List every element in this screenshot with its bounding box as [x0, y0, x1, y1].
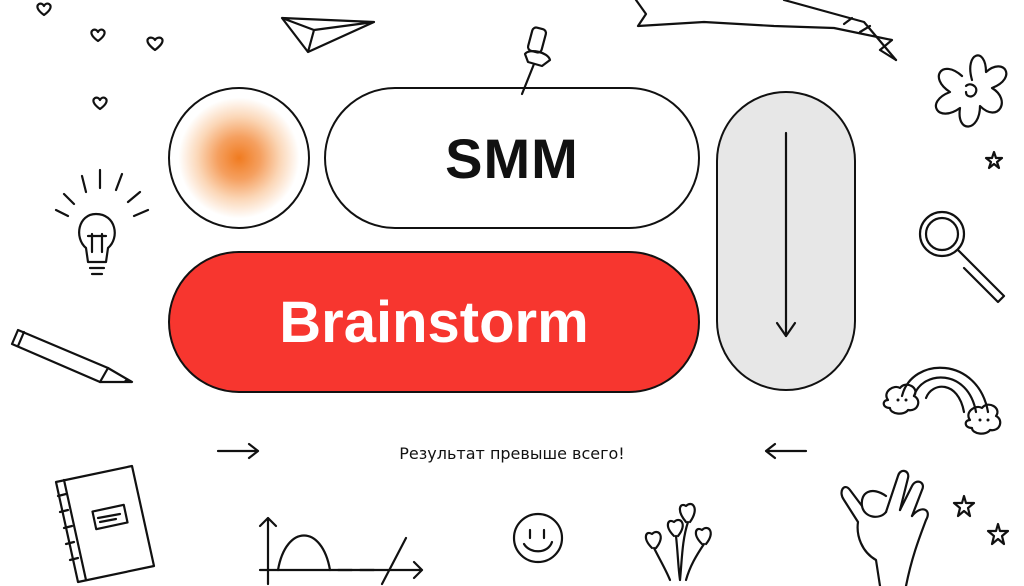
tagline: Результат превыше всего! [399, 444, 625, 463]
push-pin-icon [520, 26, 552, 96]
pencil-icon [10, 328, 134, 384]
subtitle-pill: Brainstorm [168, 251, 700, 393]
smiley-icon [512, 512, 564, 564]
vertical-pill [716, 91, 856, 391]
flower-icon [934, 54, 1008, 128]
arrow-down-icon [775, 131, 797, 338]
slide-title: SMM [445, 126, 579, 190]
magnifier-icon [918, 210, 1006, 304]
gradient-orb [168, 87, 310, 229]
star-icon [986, 522, 1010, 546]
star-icon [984, 150, 1004, 170]
heart-icon [146, 36, 164, 52]
graph-sketch-icon [258, 516, 424, 586]
paper-plane-icon [280, 16, 376, 54]
hearts-plant-icon [644, 502, 712, 582]
rainbow-icon [882, 366, 1002, 435]
slide-subtitle: Brainstorm [279, 289, 589, 355]
heart-icon [90, 28, 106, 43]
heart-icon [36, 2, 52, 17]
arrow-right-icon [216, 442, 260, 460]
heart-icon [92, 96, 108, 111]
notebook-icon [54, 464, 156, 584]
title-pill: SMM [324, 87, 700, 229]
ok-hand-icon [840, 469, 929, 586]
light-bulb-icon [54, 168, 150, 276]
arrow-left-icon [764, 442, 808, 460]
ribbon-banner-icon [634, 0, 898, 62]
star-icon [952, 494, 976, 518]
